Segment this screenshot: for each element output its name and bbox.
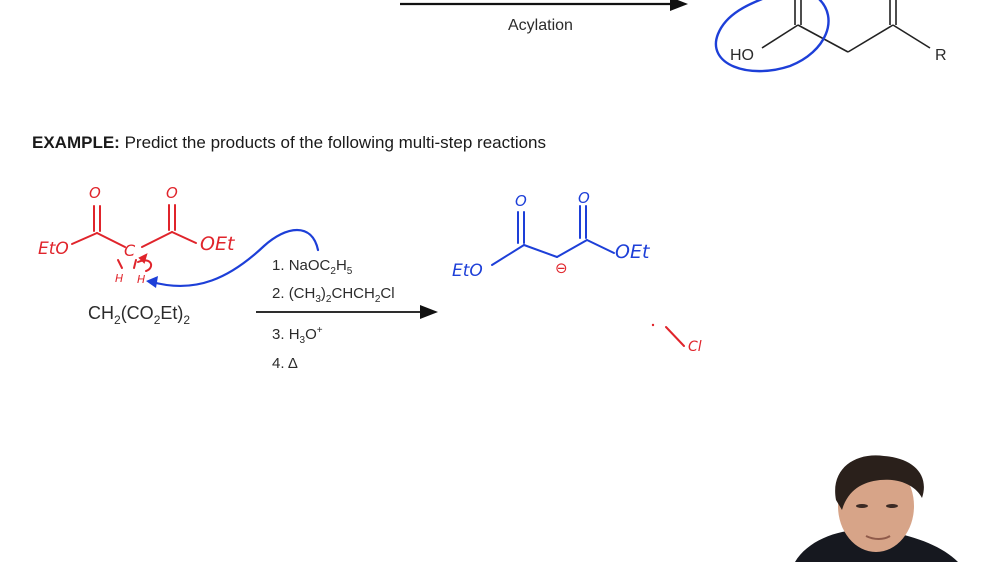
example-prefix: EXAMPLE:: [32, 133, 120, 152]
red-carbonyl-o-right: O: [166, 184, 178, 202]
red-h-left: H: [115, 272, 123, 285]
red-ester-right: OEt: [200, 233, 236, 255]
red-alpha-carbon: C: [124, 241, 136, 260]
presenter-eye-left: [856, 504, 868, 508]
alkyl-chloride-sketch: Cl: [651, 323, 702, 355]
presenter-hair: [835, 455, 924, 510]
blue-circle-annotation: [714, 0, 830, 73]
blue-carbonyl-o-right: O: [578, 189, 590, 207]
presenter-eye-right: [886, 504, 898, 508]
red-ester-left: EtO: [38, 239, 69, 259]
example-prompt: EXAMPLE: Predict the products of the fol…: [32, 133, 546, 153]
conditions-arrow-head: [420, 305, 438, 319]
condition-step-1: 1. NaOC2H5: [272, 257, 353, 277]
chloride-label: Cl: [688, 339, 702, 355]
carbanion-charge: ⊖: [555, 259, 568, 277]
blue-ester-left: EtO: [452, 261, 483, 281]
reaction-conditions: 1. NaOC2H5 2. (CH3)2CHCH2Cl 3. H3O+ 4. Δ: [256, 257, 438, 372]
top-reaction: Acylation HO R: [400, 0, 947, 73]
red-carbonyl-o-left: O: [89, 184, 101, 202]
acylation-label: Acylation: [508, 17, 573, 34]
red-h-right: H: [137, 273, 145, 286]
condition-step-4: 4. Δ: [272, 355, 298, 372]
acylation-arrow-head: [670, 0, 688, 11]
presenter-mouth: [865, 535, 891, 540]
blue-drawing: O O EtO OEt: [452, 189, 651, 281]
deprotonation-arrow: [146, 228, 320, 288]
condition-step-3: 3. H3O+: [272, 325, 323, 346]
blue-ester-right: OEt: [615, 241, 651, 263]
top-product-skeleton: [761, 0, 931, 53]
blue-carbonyl-o-left: O: [515, 192, 527, 210]
reagent-formula: CH2(CO2Et)2: [88, 303, 190, 327]
presenter-video: [795, 455, 958, 562]
r-group-label: R: [935, 47, 947, 64]
example-text: Predict the products of the following mu…: [124, 133, 547, 152]
red-drawing: O O EtO OEt C H H: [38, 184, 236, 286]
hydroxyl-label: HO: [730, 47, 754, 64]
condition-step-2: 2. (CH3)2CHCH2Cl: [272, 285, 395, 305]
